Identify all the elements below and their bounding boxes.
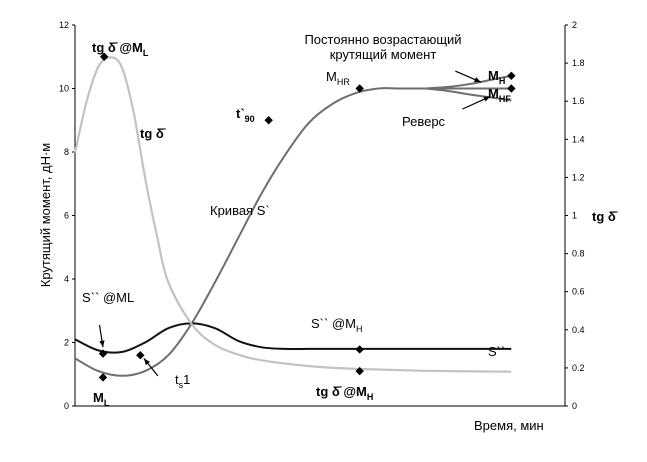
y-axis-title-right: tg δ̄	[592, 209, 618, 224]
right-tick-label: 2	[572, 20, 577, 30]
right-tick-label: 1	[572, 211, 577, 221]
left-tick-label: 6	[64, 211, 69, 221]
annotation-tgd-mh: tg δ̄ @MH	[316, 384, 373, 402]
left-tick-label: 12	[59, 20, 69, 30]
right-tick-label: 0.4	[572, 325, 585, 335]
annotation-mhr: MHR	[326, 69, 350, 87]
series-line-4	[74, 322, 512, 354]
annotation-t90: t`90	[236, 106, 255, 124]
left-tick-label: 8	[64, 147, 69, 157]
annotation-curve-s: Кривая S`	[210, 203, 270, 218]
marker-m-s2-ml	[98, 349, 108, 358]
s2-ml-arrow-head	[99, 340, 105, 348]
y-axis-title-left: Крутящий момент, дН·м	[38, 143, 53, 288]
series-line-5	[73, 56, 512, 373]
increasing-arrow-head	[474, 77, 481, 83]
marker-m-ml	[98, 373, 108, 382]
marker-m-mhr	[355, 84, 364, 93]
annotation-arrows	[98, 70, 491, 377]
annotation-layer: tg δ̄ @ML tg δ̄ t`90 MHR Постоянно возрастаю…	[82, 32, 511, 408]
left-tick-label: 10	[59, 84, 69, 94]
marker-m-tgd-mh	[355, 366, 364, 376]
series-line-0	[74, 87, 425, 377]
left-tick-label: 4	[64, 274, 69, 284]
annotation-increasing-line0: Постоянно возрастающий	[304, 32, 461, 47]
marker-m-ts1	[136, 351, 145, 360]
x-axis-title: Время, мин	[474, 418, 544, 433]
series-line-3	[424, 87, 512, 102]
annotation-ts1: ts1	[175, 372, 190, 390]
series-layer	[73, 56, 512, 377]
right-tick-labels: 0 0.2 0.4 0.6 0.8 1 1.2 1.4 1.6 1.8 2	[565, 20, 585, 411]
right-tick-label: 0.8	[572, 249, 585, 259]
right-tick-label: 0.2	[572, 363, 585, 373]
annotation-s2-label: S``	[488, 344, 505, 359]
right-tick-label: 1.4	[572, 134, 585, 144]
left-tick-label: 0	[64, 401, 69, 411]
marker-m-s2-mh	[355, 345, 364, 354]
right-tick-label: 0	[572, 401, 577, 411]
marker-m-mhf	[507, 84, 516, 93]
marker-m-tgd-ml	[99, 52, 109, 61]
left-tick-labels: 0 2 4 6 8 10 12	[59, 20, 75, 411]
annotation-increasing-line1: крутящий момент	[330, 47, 437, 62]
marker-m-t90	[264, 116, 273, 125]
annotation-s2-ml: S`` @ML	[82, 290, 134, 305]
annotation-ml: ML	[93, 390, 110, 408]
annotation-s2-mh: S`` @MH	[311, 316, 362, 334]
reverse-arrow-head	[483, 96, 491, 102]
annotation-reverse: Реверс	[402, 114, 446, 129]
annotation-tgd-label: tg δ̄	[140, 126, 166, 141]
annotation-mh: MH	[488, 68, 505, 86]
right-tick-label: 1.8	[572, 58, 585, 68]
right-tick-label: 0.6	[572, 287, 585, 297]
right-tick-label: 1.2	[572, 172, 585, 182]
marker-layer	[98, 52, 516, 382]
annotation-tgd-ml: tg δ̄ @ML	[92, 40, 149, 58]
ts1-arrow-head	[143, 358, 150, 366]
right-tick-label: 1.6	[572, 96, 585, 106]
left-tick-label: 2	[64, 338, 69, 348]
marker-m-mh	[507, 71, 516, 80]
